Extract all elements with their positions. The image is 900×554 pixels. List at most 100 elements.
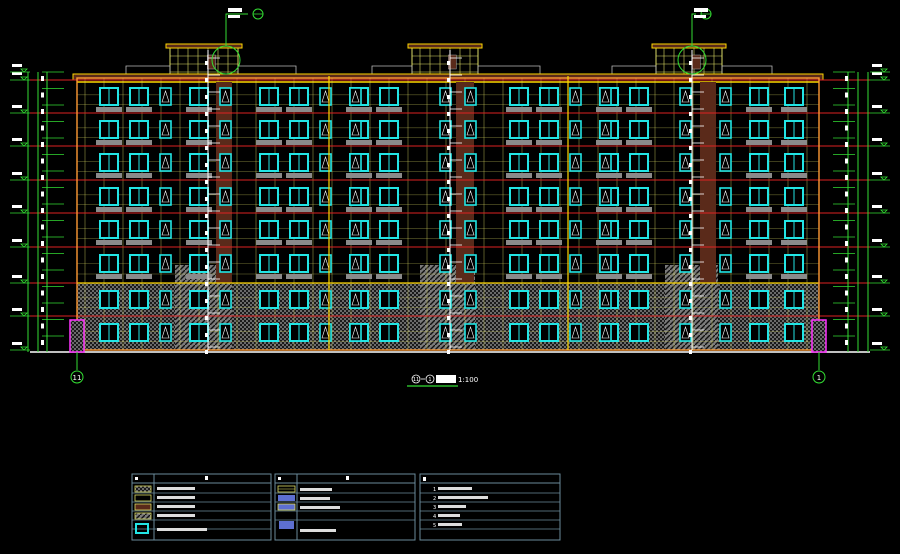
dim-value [845, 340, 848, 345]
elevation-triangle [20, 68, 28, 73]
balcony-slab [376, 140, 402, 145]
penthouse-cornice [407, 43, 483, 49]
window [96, 254, 122, 279]
window [781, 153, 807, 178]
arched-window [349, 290, 362, 309]
arched-window [569, 120, 582, 139]
dim-value [845, 125, 848, 131]
window [289, 323, 309, 342]
window [99, 290, 119, 309]
window [781, 120, 807, 145]
elevation-triangle [20, 142, 28, 147]
arched-window [679, 323, 692, 342]
arched-window [219, 220, 232, 239]
elevation-value [872, 275, 882, 278]
stair-penthouse [407, 43, 483, 79]
legend-text [300, 506, 340, 509]
arched-window [319, 254, 332, 273]
arched-window [719, 153, 732, 172]
window [781, 187, 807, 212]
detail-callout [677, 8, 712, 75]
elevation-value [872, 172, 882, 175]
balcony-slab [506, 107, 532, 112]
dim-value [845, 142, 848, 147]
arched-window [439, 153, 452, 172]
dim-value [845, 241, 848, 246]
arched-window [219, 290, 232, 309]
window [629, 323, 649, 342]
window [376, 187, 402, 212]
arched-window [349, 87, 362, 106]
balcony-slab [781, 140, 807, 145]
roof-railing [125, 65, 171, 78]
balcony-slab [376, 240, 402, 245]
balcony-slab [746, 173, 772, 178]
window [286, 220, 312, 245]
elevation-value [872, 64, 882, 67]
note-text [438, 487, 472, 490]
dim-value [845, 290, 848, 296]
note-number: 1 [433, 487, 436, 493]
brick-pier [216, 82, 232, 283]
note-number: 4 [433, 514, 436, 520]
balcony-slab [746, 207, 772, 212]
balcony-slab [746, 240, 772, 245]
window [506, 254, 532, 279]
arched-window [569, 323, 582, 342]
arched-window [219, 120, 232, 139]
balcony-slab [126, 173, 152, 178]
window [749, 290, 769, 309]
balcony-slab [286, 173, 312, 178]
detail-callouts [211, 8, 712, 75]
legend-text [157, 505, 195, 508]
arched-window [599, 254, 612, 273]
elevation-triangle [20, 76, 28, 81]
window [256, 254, 282, 279]
arched-window [349, 220, 362, 239]
window [536, 254, 562, 279]
window [376, 220, 402, 245]
elevation-value [12, 72, 22, 75]
axis-label-left: 11 [73, 374, 82, 382]
dim-value [41, 290, 44, 296]
arched-window [159, 290, 172, 309]
elevation-triangle [880, 176, 888, 181]
brick-pier [456, 82, 474, 283]
arched-window [319, 87, 332, 106]
balcony-slab [256, 107, 282, 112]
balcony-slab [286, 140, 312, 145]
balcony-slab [596, 107, 622, 112]
legend-swatch [279, 521, 294, 529]
balcony-slab [376, 207, 402, 212]
arched-window [159, 87, 172, 106]
balcony-slab [781, 274, 807, 279]
roof-railing [477, 65, 541, 78]
arched-window [464, 254, 477, 273]
balcony-slab [286, 207, 312, 212]
arched-window [319, 220, 332, 239]
dim-value [845, 76, 848, 81]
window [746, 220, 772, 245]
callout-text [694, 8, 708, 12]
balcony-slab [506, 140, 532, 145]
balcony-slab [781, 240, 807, 245]
roof-railing [371, 65, 413, 78]
window [784, 290, 804, 309]
balcony-slab [256, 173, 282, 178]
balcony-slab [626, 274, 652, 279]
balcony-slab [536, 140, 562, 145]
elevation-value [12, 105, 22, 108]
window [126, 254, 152, 279]
balcony-slab [506, 240, 532, 245]
dim-value [41, 340, 44, 345]
dim-value [845, 307, 848, 312]
arched-window [349, 153, 362, 172]
arched-window [219, 153, 232, 172]
elevation-triangle [20, 209, 28, 214]
window [126, 120, 152, 145]
dim-value [845, 109, 848, 114]
window [539, 290, 559, 309]
legend-text [157, 528, 207, 531]
note-number: 3 [433, 505, 436, 511]
